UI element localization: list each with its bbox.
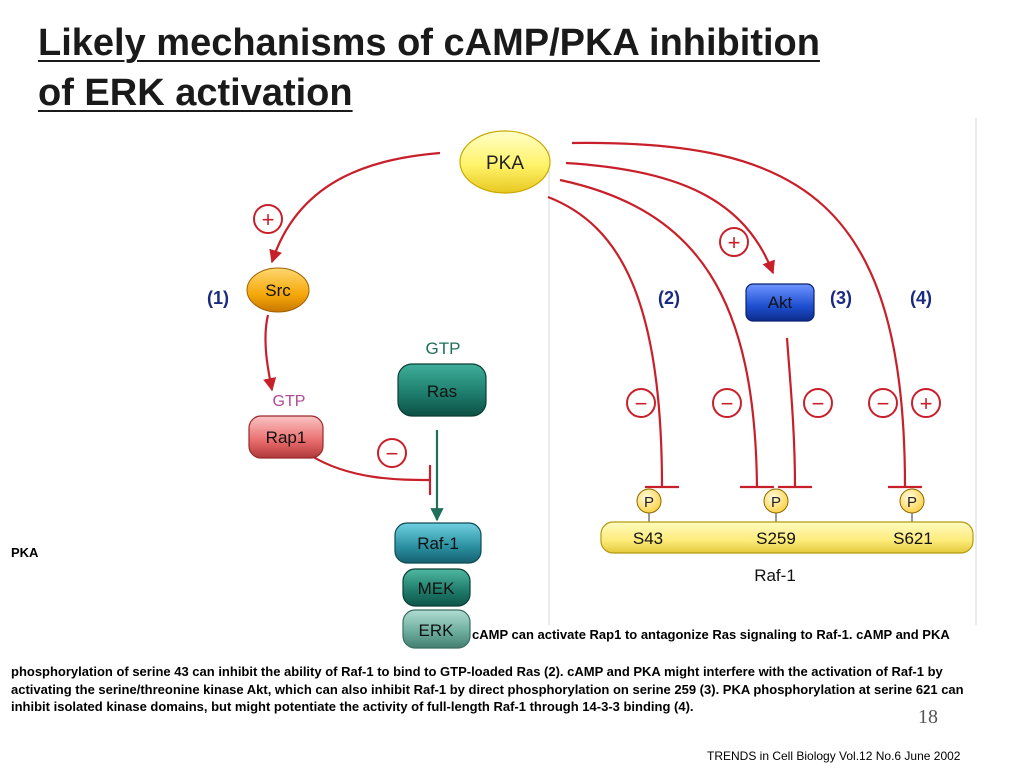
- title-line-2: of ERK activation: [38, 72, 353, 114]
- node-akt: Akt: [745, 283, 815, 322]
- node-rap1-label: Rap1: [266, 428, 307, 447]
- mechanism-label-1: (1): [207, 288, 229, 308]
- plus-sign-src-text: +: [262, 207, 275, 232]
- minus-sign-s43-text: −: [635, 391, 648, 416]
- arrow-src-to-rap1: [263, 314, 277, 392]
- minus-sign-akt-s259-text: −: [812, 391, 825, 416]
- node-mek-label: MEK: [418, 579, 456, 598]
- node-pka: PKA: [459, 130, 551, 194]
- node-erk: ERK: [402, 609, 471, 649]
- rap1-gtp-label: GTP: [273, 393, 306, 410]
- plus-sign-s621: +: [911, 388, 941, 418]
- plus-sign-s621-text: +: [920, 391, 933, 416]
- phospho-p-s621: P: [899, 488, 925, 522]
- plus-sign-akt: +: [719, 227, 749, 257]
- node-ras-label: Ras: [427, 382, 457, 401]
- inhibit-akt-s259: [785, 337, 797, 488]
- figure-caption: phosphorylation of serine 43 can inhibit…: [11, 664, 964, 714]
- node-src-label: Src: [265, 281, 291, 300]
- mechanism-label-3: (3): [830, 288, 852, 308]
- mechanism-label-2: (2): [658, 288, 680, 308]
- title-line-1: Likely mechanisms of cAMP/PKA inhibition: [38, 22, 820, 64]
- minus-sign-rap1-text: −: [386, 441, 399, 466]
- minus-sign-s43: −: [626, 388, 656, 418]
- node-pka-label: PKA: [486, 153, 524, 174]
- ras-gtp-label: GTP: [426, 339, 461, 358]
- node-akt-label: Akt: [768, 293, 793, 312]
- node-raf1: Raf-1: [394, 522, 482, 564]
- node-mek: MEK: [402, 568, 471, 607]
- site-s259-label: S259: [756, 529, 796, 548]
- phospho-p-s259-text: P: [771, 494, 781, 511]
- node-rap1: Rap1: [248, 415, 324, 459]
- phospho-p-s43-text: P: [644, 494, 654, 511]
- caption-right-fragment: cAMP can activate Rap1 to antagonize Ras…: [472, 627, 950, 642]
- site-s621-label: S621: [893, 529, 933, 548]
- minus-sign-s621: −: [868, 388, 898, 418]
- inhibit-rap1-to-raf1: [309, 454, 431, 482]
- inhibit-pka-s621: [571, 141, 907, 488]
- arrow-pka-to-src: [269, 151, 441, 264]
- phospho-p-s621-text: P: [907, 494, 917, 511]
- plus-sign-akt-text: +: [728, 230, 741, 255]
- minus-sign-s259: −: [712, 388, 742, 418]
- phospho-p-s259: P: [763, 488, 789, 522]
- raf1-bar-label: Raf-1: [754, 566, 796, 585]
- minus-sign-rap1: −: [377, 438, 407, 468]
- slide-title: Likely mechanisms of cAMP/PKA inhibition…: [38, 18, 998, 118]
- minus-sign-s259-text: −: [721, 391, 734, 416]
- pka-side-label: PKA: [11, 545, 39, 560]
- plus-sign-src: +: [253, 204, 283, 234]
- minus-sign-akt-s259: −: [803, 388, 833, 418]
- inhibit-pka-s259-curve: [559, 178, 759, 488]
- inhibit-pka-s43: [547, 195, 664, 488]
- site-s43-label: S43: [633, 529, 663, 548]
- mechanism-label-4: (4): [910, 288, 932, 308]
- phospho-p-s43: P: [636, 488, 662, 522]
- arrow-pka-to-akt: [565, 161, 775, 275]
- raf1-domain-bar: S43 S259 S621: [600, 521, 974, 554]
- node-src: Src: [246, 267, 310, 313]
- slide-number: 18: [918, 706, 938, 728]
- source-citation: TRENDS in Cell Biology Vol.12 No.6 June …: [707, 749, 961, 763]
- node-raf1-label: Raf-1: [417, 534, 459, 553]
- minus-sign-s621-text: −: [877, 391, 890, 416]
- node-erk-label: ERK: [419, 621, 455, 640]
- node-ras: Ras: [397, 363, 487, 417]
